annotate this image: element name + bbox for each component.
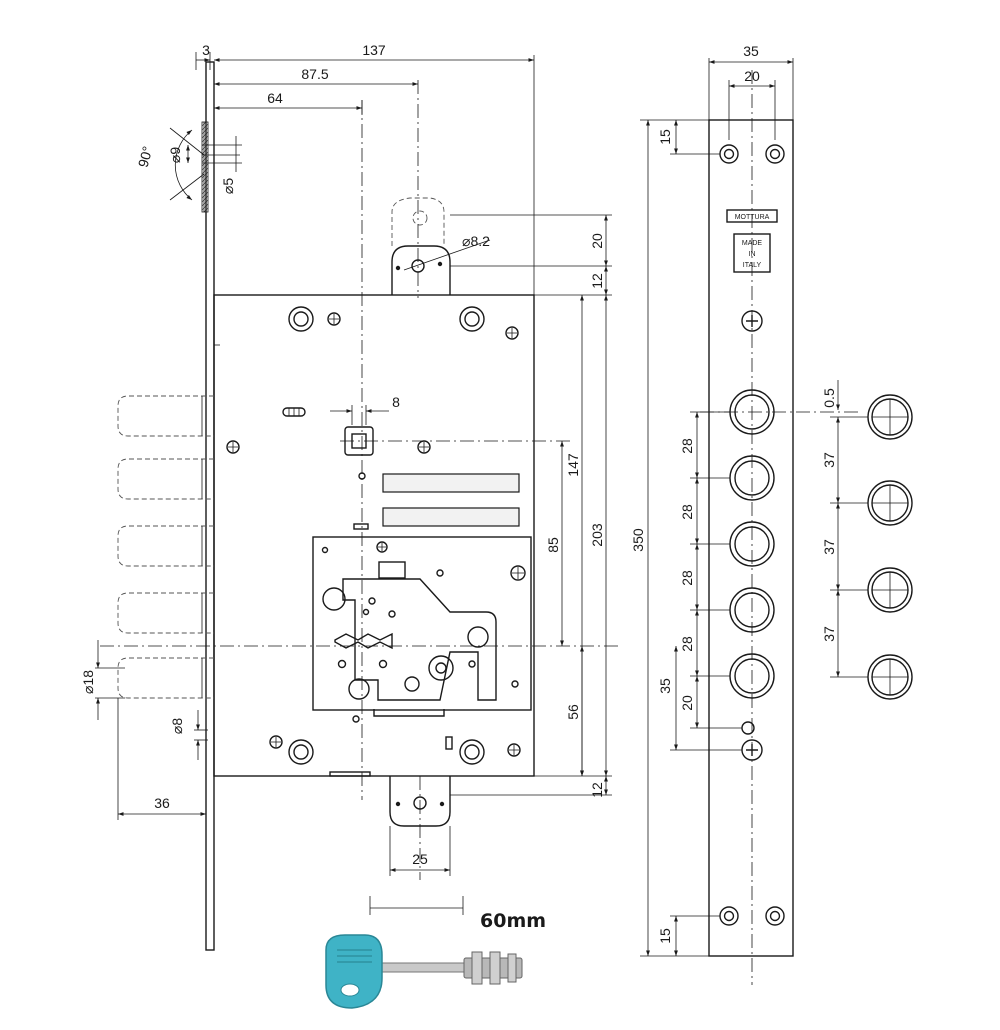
- key-shaft: [377, 962, 469, 973]
- case-fixings: [226, 306, 521, 765]
- dim-bottom-gap: 12: [589, 782, 605, 798]
- dim-hole-to-screw: 20: [679, 695, 695, 711]
- dim-plate-bottom-margin: 15: [657, 928, 673, 944]
- dim-cylinder-to-face: 64: [267, 90, 283, 106]
- dim-top-gap: 12: [589, 273, 605, 289]
- guide-slot-lower: [382, 507, 520, 527]
- dim-bottom-width: 25: [412, 851, 428, 867]
- strike-holes-view: [830, 380, 913, 700]
- dim-bolt-throw: 36: [154, 795, 170, 811]
- dim-countersink-dia: ⌀9: [167, 147, 183, 163]
- dim-plate-hole-spacing: 20: [744, 68, 760, 84]
- dim-faceplate-thickness: 3: [202, 42, 210, 58]
- brand-stamp: [726, 209, 778, 223]
- dim-strike-pitch-3: 37: [821, 626, 837, 642]
- deadbolts: [117, 395, 214, 699]
- origin-line-2: IN: [749, 251, 756, 258]
- mechanism-panel: [312, 536, 532, 711]
- key-length-label: 60mm: [480, 910, 546, 932]
- origin-stamp: [733, 233, 771, 273]
- dim-bolt-pitch-4: 28: [679, 636, 695, 652]
- lever-plate: [342, 578, 497, 701]
- key-profile-slot: [334, 632, 393, 650]
- dim-85: 85: [545, 537, 561, 553]
- faceplate-view: MOTTURA MADE IN ITALY: [640, 58, 860, 985]
- dim-screw-dia: ⌀5: [220, 178, 236, 194]
- dim-bolt-dia: ⌀18: [80, 670, 96, 694]
- dim-spindle-to-face: 87.5: [301, 66, 328, 82]
- dim-pin-dia: ⌀8.2: [462, 233, 490, 249]
- dim-56: 56: [565, 704, 581, 720]
- brand-label: MOTTURA: [735, 214, 770, 221]
- dim-top-pin-offset: 20: [589, 233, 605, 249]
- dim-small-hole-dia: ⌀8: [169, 718, 185, 734]
- dim-strike-offset: 0.5: [821, 388, 837, 408]
- lock-case: [213, 294, 535, 777]
- origin-line-1: MADE: [742, 240, 763, 247]
- dim-strike-pitch-1: 37: [821, 452, 837, 468]
- origin-line-3: ITALY: [743, 262, 762, 269]
- faceplate-bolt-holes: [729, 389, 775, 699]
- lever-pivot: [322, 587, 346, 611]
- dim-plate-width: 35: [743, 43, 759, 59]
- dim-bottom-bolt-to-hole: 35: [657, 678, 673, 694]
- dimension-labels: 3 137 87.5 64 90° ⌀9 ⌀5 ⌀8.2 20 12 8 147…: [80, 42, 837, 944]
- top-tab: [391, 245, 451, 295]
- dim-plate-length: 350: [630, 528, 646, 552]
- dim-chamfer-angle: 90°: [135, 144, 156, 169]
- key-illustration: 60mm: [325, 896, 546, 1009]
- faceplate: [708, 119, 794, 957]
- dim-147: 147: [565, 453, 581, 477]
- dim-square-spindle: 8: [392, 394, 400, 410]
- guide-slot-upper: [382, 473, 520, 493]
- dim-plate-top-margin: 15: [657, 129, 673, 145]
- dim-bolt-pitch-1: 28: [679, 438, 695, 454]
- dim-bolt-pitch-3: 28: [679, 570, 695, 586]
- dim-backset-total: 137: [362, 42, 386, 58]
- dim-strike-pitch-2: 37: [821, 539, 837, 555]
- key-handle: [325, 934, 383, 1009]
- lock-body-view: [95, 52, 620, 951]
- dim-203: 203: [589, 523, 605, 547]
- dim-bolt-pitch-2: 28: [679, 504, 695, 520]
